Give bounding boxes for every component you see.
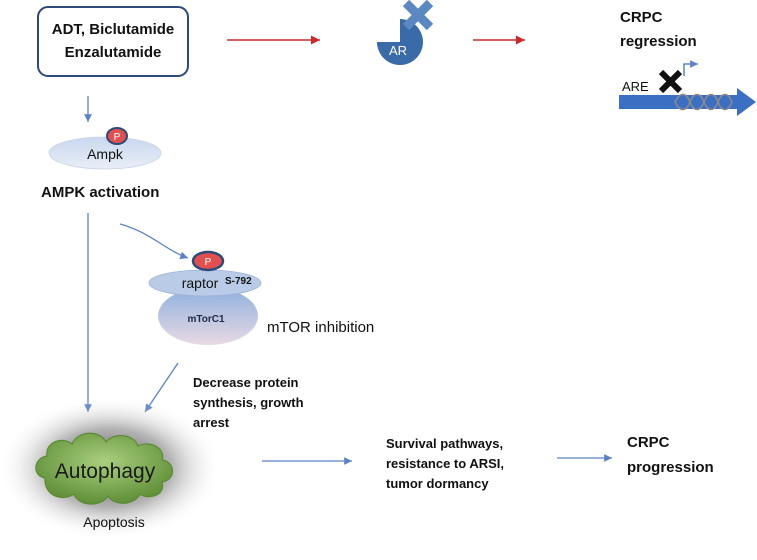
treatment-line-2: Enzalutamide	[65, 44, 162, 61]
effects-line-1: Decrease protein	[193, 375, 299, 390]
autophagy-label: Autophagy	[55, 460, 156, 483]
treatment-line-1: ADT, Biclutamide	[52, 21, 175, 38]
mtorc1-ellipse	[158, 287, 258, 345]
effects-line-3: arrest	[193, 415, 230, 430]
survival-line-1: Survival pathways,	[386, 436, 503, 451]
survival-line-3: tumor dormancy	[386, 476, 489, 491]
crpc-regression-line-1: CRPC	[620, 9, 663, 26]
transcription-block-x-icon	[658, 69, 683, 94]
crpc-progression-line-1: CRPC	[627, 434, 670, 451]
ar-block-x-icon	[402, 0, 434, 31]
ampk-phospho-label: P	[114, 132, 121, 143]
ampk-ellipse	[48, 136, 162, 170]
mtorc1-label: mTorC1	[187, 314, 224, 325]
raptor-phospho-label: P	[205, 257, 212, 268]
ampk-caption: AMPK activation	[41, 184, 159, 201]
dna-helix-icon	[674, 93, 733, 111]
crpc-regression-line-2: regression	[620, 33, 697, 50]
ampk-label: Ampk	[87, 146, 124, 162]
ar-receptor-shape	[377, 19, 423, 65]
ampk-phospho-badge	[106, 127, 128, 145]
raptor-label: raptor	[182, 275, 219, 291]
treatment-box	[37, 6, 189, 77]
mtor-caption: mTOR inhibition	[267, 319, 374, 336]
raptor-site-label: S-792	[225, 276, 252, 287]
effects-line-2: synthesis, growth	[193, 395, 304, 410]
are-label: ARE	[622, 79, 649, 94]
ar-label: AR	[389, 43, 407, 58]
transcription-start-arrow	[683, 60, 698, 76]
autophagy-cloud	[35, 432, 174, 505]
arrow-ampk-to-raptor	[119, 223, 189, 260]
apoptosis-label: Apoptosis	[83, 514, 144, 530]
survival-line-2: resistance to ARSI,	[386, 456, 504, 471]
raptor-phospho-badge	[191, 250, 225, 272]
crpc-progression-line-2: progression	[627, 459, 714, 476]
